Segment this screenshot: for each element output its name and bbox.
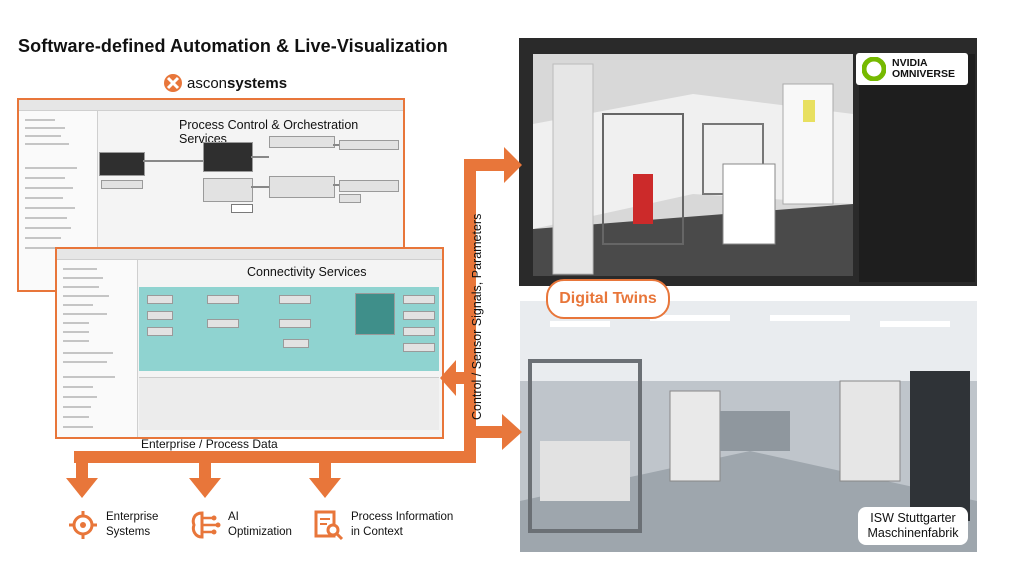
- connectivity-panel: Connectivity Services: [55, 247, 444, 439]
- flow-connector: [251, 186, 269, 188]
- flow-node: [231, 204, 253, 213]
- sidebar-row: [63, 406, 91, 408]
- sidebar-row: [25, 187, 73, 189]
- mapping-node: [279, 319, 311, 328]
- sidebar-row: [63, 352, 113, 354]
- enterprise-icon: [69, 511, 97, 539]
- process-information: Process Information in Context: [311, 508, 453, 542]
- sidebar-row: [25, 167, 77, 169]
- ascon-wordmark-light: ascon: [187, 74, 228, 92]
- ai-line2: Optimization: [228, 526, 292, 538]
- sidebar-row: [63, 268, 97, 270]
- lab-photo: [520, 301, 977, 552]
- ascon-mark-icon: [164, 74, 182, 92]
- nvidia-line2: OMNIVERSE: [892, 68, 956, 80]
- sidebar-row: [25, 247, 77, 249]
- sidebar-row: [63, 426, 93, 428]
- flow-node: [339, 180, 399, 192]
- isw-line1: ISW Stuttgarter: [870, 511, 956, 525]
- ascon-logo: asconsystems: [163, 72, 287, 94]
- sidebar-row: [25, 177, 65, 179]
- mapping-node: [147, 327, 173, 336]
- nvidia-line1: NVIDIA: [892, 57, 928, 69]
- sidebar-row: [63, 313, 107, 315]
- sidebar-row: [63, 396, 97, 398]
- mapping-node: [147, 295, 173, 304]
- flow-node: [203, 178, 253, 202]
- omniverse-viewport: [519, 38, 977, 286]
- omniverse-side-panel: [859, 54, 975, 282]
- ai-optimization: AI Optimization: [188, 508, 292, 542]
- mapping-node: [403, 327, 435, 336]
- flow-connector: [251, 156, 269, 158]
- flow-connector: [333, 144, 339, 146]
- mapping-node: [147, 311, 173, 320]
- flow-node: [339, 140, 399, 150]
- sidebar-row: [25, 217, 67, 219]
- connectivity-panel-title: Connectivity Services: [247, 265, 367, 279]
- process-info-line1: Process Information: [351, 511, 454, 523]
- sidebar-row: [63, 376, 115, 378]
- process-info-icon: [314, 510, 344, 541]
- ascon-wordmark-bold: systems: [227, 74, 288, 92]
- sidebar-row: [25, 119, 55, 121]
- flow-node: [101, 180, 143, 189]
- sidebar-row: [63, 277, 103, 279]
- nvidia-omniverse-badge: NVIDIA OMNIVERSE: [856, 53, 968, 85]
- horizontal-flow-label: Enterprise / Process Data: [141, 437, 278, 451]
- mapping-node: [403, 311, 435, 320]
- digital-twins-badge: Digital Twins: [546, 279, 670, 319]
- page-title: Software-defined Automation & Live-Visua…: [18, 36, 448, 56]
- enterprise-line2: Systems: [106, 526, 151, 538]
- mapping-node: [207, 319, 239, 328]
- flow-node: [203, 142, 253, 172]
- sidebar-row: [25, 197, 63, 199]
- mapping-node: [279, 295, 311, 304]
- vertical-flow-label: Control / Sensor Signals, Parameters: [470, 213, 484, 420]
- sidebar-row: [25, 237, 61, 239]
- flow-node: [339, 194, 361, 203]
- connectivity-toolbar: [57, 249, 442, 260]
- mapping-node: [403, 295, 435, 304]
- enterprise-line1: Enterprise: [106, 511, 159, 523]
- factory-3d-scene: [533, 54, 853, 276]
- mapping-node: [207, 295, 239, 304]
- flow-connector: [143, 160, 203, 162]
- isw-line2: Maschinenfabrik: [867, 526, 959, 540]
- properties-area: [139, 377, 439, 430]
- flow-node: [99, 152, 145, 176]
- connectivity-sidebar: [57, 260, 138, 437]
- sidebar-row: [63, 295, 109, 297]
- isw-label: ISW Stuttgarter Maschinenfabrik: [858, 507, 968, 545]
- enterprise-systems: Enterprise Systems: [66, 508, 158, 542]
- mapping-node: [283, 339, 309, 348]
- sidebar-row: [63, 361, 107, 363]
- nvidia-omniverse-icon: [862, 57, 886, 81]
- sidebar-row: [63, 331, 89, 333]
- sidebar-row: [63, 286, 99, 288]
- flow-node: [269, 176, 335, 198]
- ai-icon: [191, 511, 221, 539]
- sidebar-row: [63, 416, 89, 418]
- flow-node: [269, 136, 335, 148]
- sidebar-row: [63, 340, 89, 342]
- sidebar-row: [25, 227, 71, 229]
- process-info-line2: in Context: [351, 526, 403, 538]
- ascon-wordmark: asconsystems: [187, 75, 287, 92]
- sidebar-row: [63, 304, 93, 306]
- process-toolbar: [19, 100, 403, 111]
- sidebar-row: [63, 386, 93, 388]
- mapping-node: [403, 343, 435, 352]
- flow-connector: [333, 184, 339, 186]
- ai-line1: AI: [228, 511, 239, 523]
- mapping-node: [355, 293, 395, 335]
- sidebar-row: [25, 207, 75, 209]
- sidebar-row: [63, 322, 89, 324]
- sidebar-row: [25, 143, 69, 145]
- sidebar-row: [25, 135, 61, 137]
- sidebar-row: [25, 127, 65, 129]
